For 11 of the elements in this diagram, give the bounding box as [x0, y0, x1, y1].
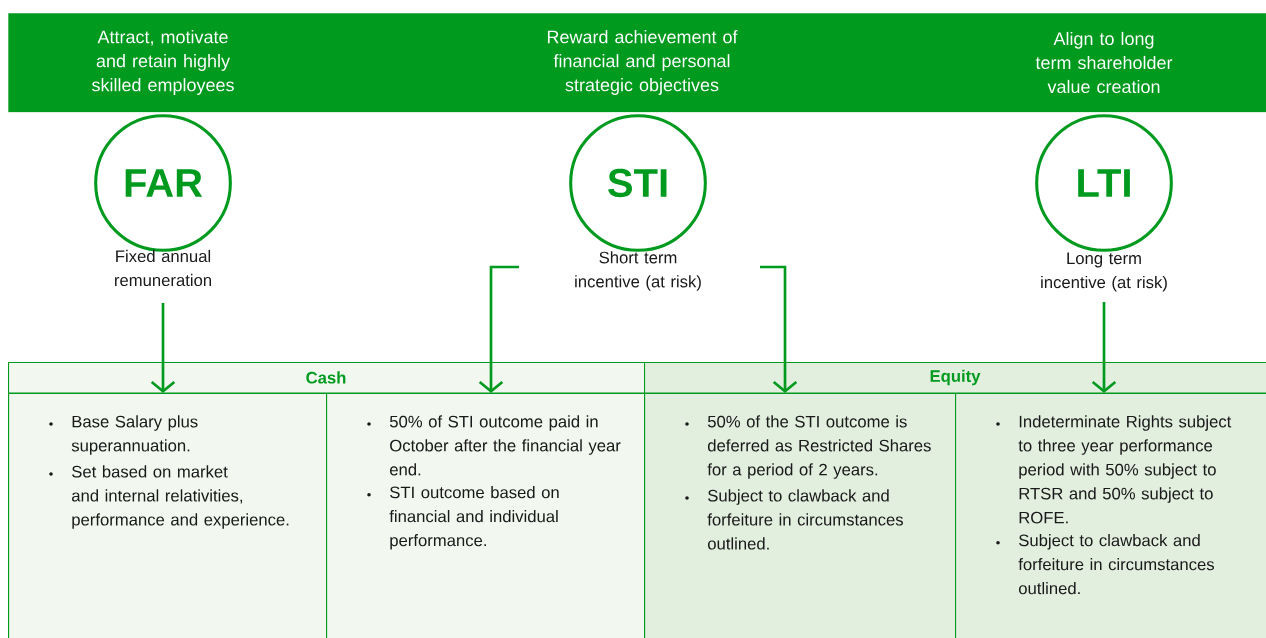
arrow	[150, 303, 176, 393]
badge-label: Long term incentive (at risk)	[1041, 252, 1167, 292]
bullet-list-cell: Indeterminate Rights subject to three year performance period with 50% subject to RTSR and 50% subject to ROFE. Subject to clawback and forfeiture in circumstances outlined.	[955, 393, 1266, 638]
bullet-list-cell: Base Salary plus superannuation. Set based on market and internal relativities, performance and experience.	[8, 393, 328, 638]
badge-label: Short term incentive (at risk)	[575, 251, 701, 291]
arrow	[760, 265, 798, 393]
bullet-list-cell: 50% of STI outcome paid in October after the financial year end. STI outcome based on financial and individual performance.	[326, 393, 646, 638]
arrow	[478, 265, 519, 393]
arrow	[1091, 302, 1117, 393]
bullet-list-cell: 50% of the STI outcome is deferred as Restricted Shares for a period of 2 years. Subject to clawback and forfeiture in circumstances outlined.	[644, 393, 957, 638]
header-banner: Attract, motivate and retain highly skilled employees Reward achievement of financial and personal strategic objectives Align to long term shareholder value creation	[8, 13, 1266, 113]
